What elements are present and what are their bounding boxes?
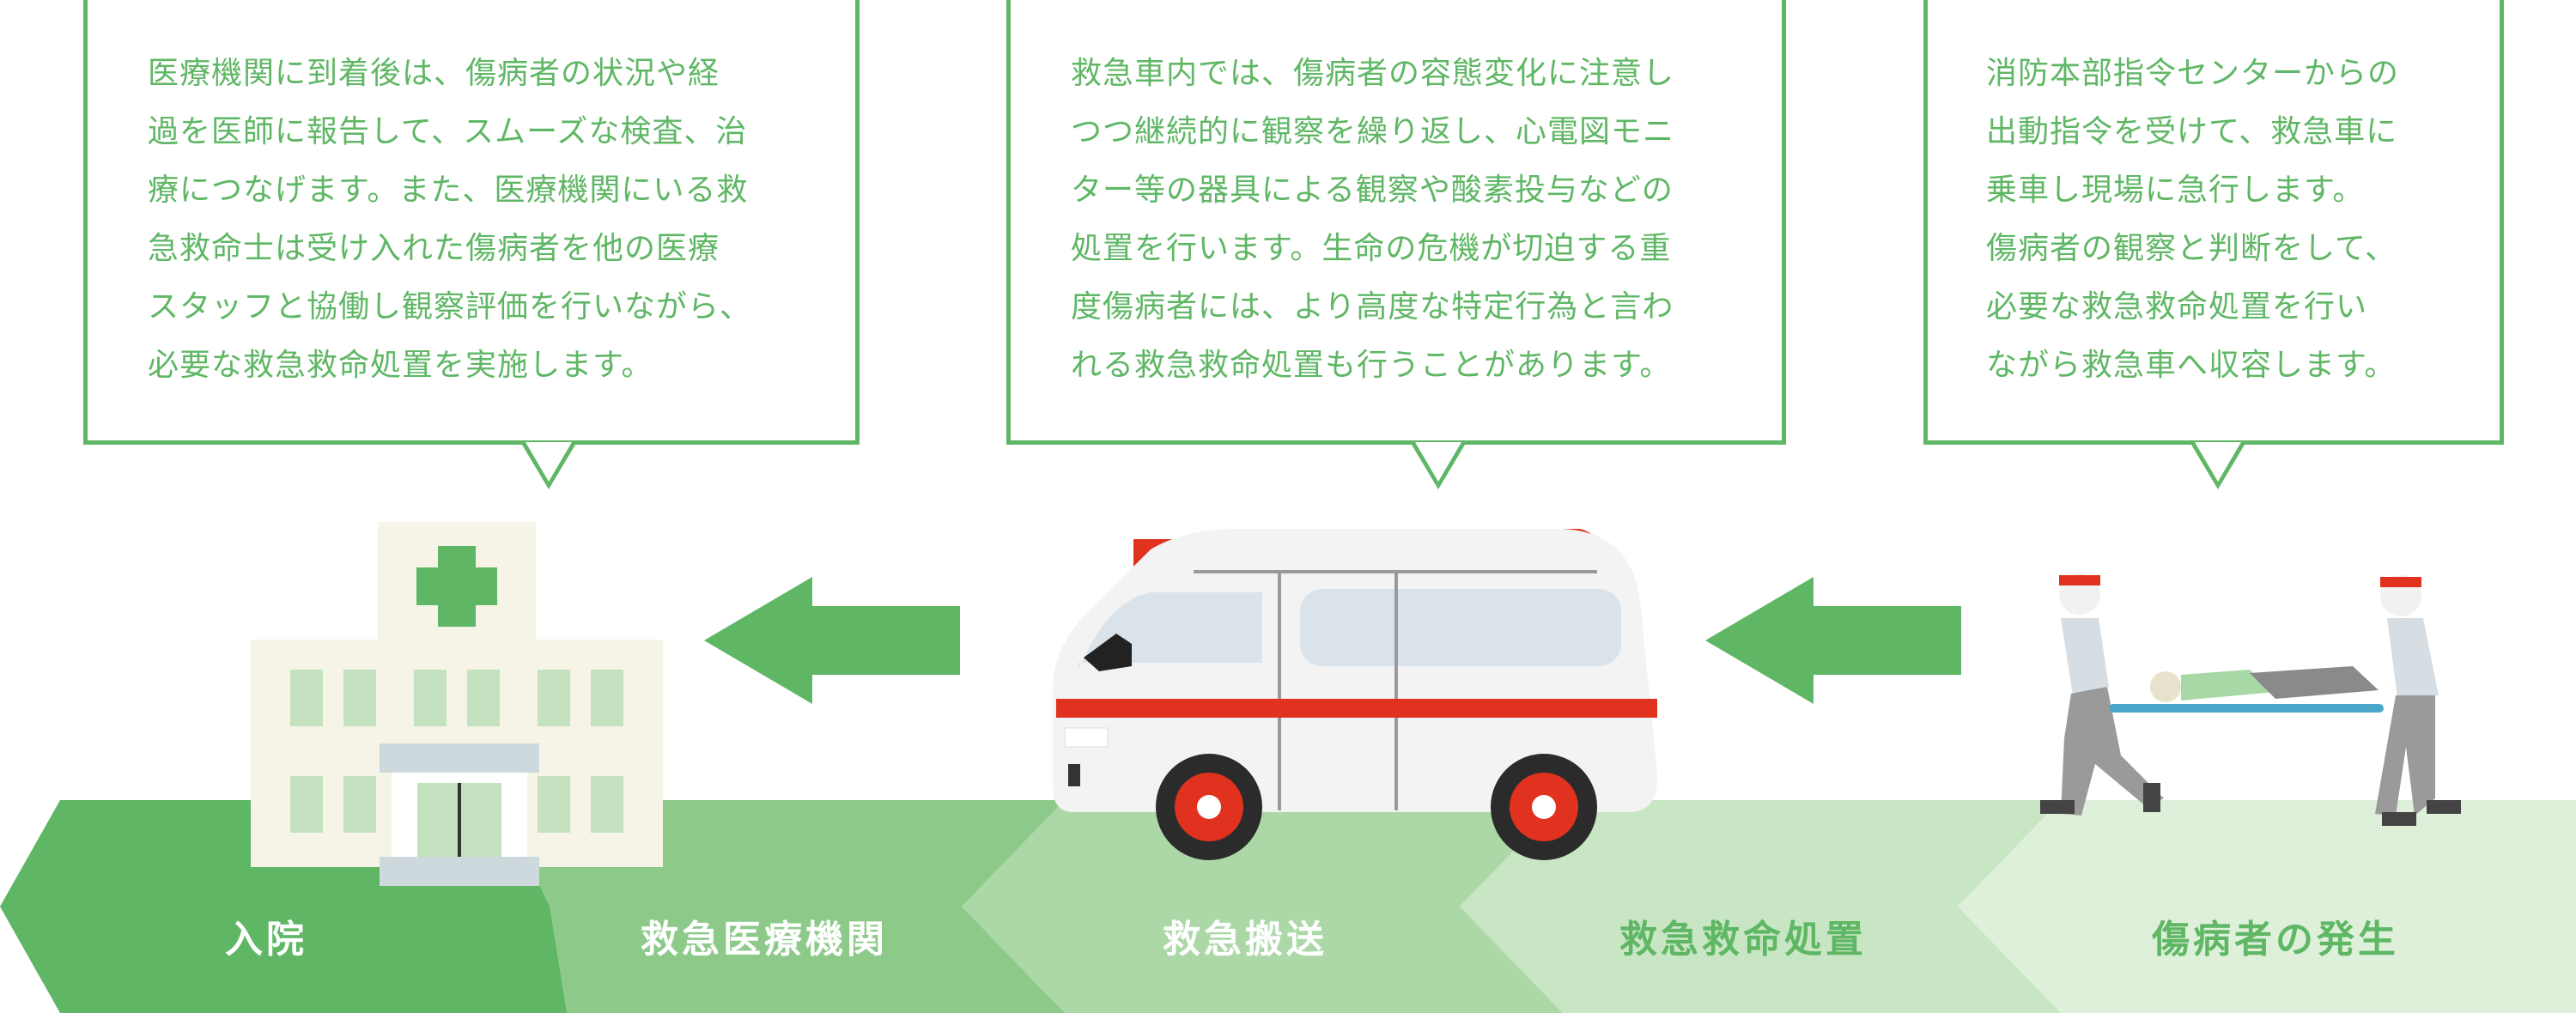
hospital-canopy <box>380 743 539 773</box>
patient-on-stretcher <box>2109 666 2384 713</box>
ambulance-illustration <box>1053 529 1658 860</box>
step-chevron-transport <box>962 800 1563 1013</box>
step-label-emergency-hospital: 救急医療機関 <box>641 918 888 961</box>
step-label-patient-occurrence: 傷病者の発生 <box>2152 918 2399 961</box>
step-label-admission: 入院 <box>225 918 307 961</box>
step-chevron-scene <box>1958 800 2576 1013</box>
hospital-description-bubble: 医療機関に到着後は、傷病者の状況や経 過を医師に報告して、スムーズな検査、治 療… <box>83 0 860 489</box>
step-chevron-first-aid <box>1460 800 2061 1013</box>
transport-description-bubble: 救急車内では、傷病者の容態変化に注意し つつ継続的に観察を繰り返し、心電図モニ … <box>1006 0 1786 489</box>
bubble-tail-inner <box>1415 442 1461 482</box>
arrow-left-icon <box>1705 577 1961 704</box>
ambulance-front-wheel <box>1491 754 1597 860</box>
transport-description-text: 救急車内では、傷病者の容態変化に注意し つつ継続的に観察を繰り返し、心電図モニ … <box>1071 56 1675 383</box>
stretcher-scene-illustration <box>2040 573 2461 826</box>
paramedic-left <box>2040 573 2164 816</box>
hospital-windows <box>290 670 623 833</box>
hospital-description-text: 医療機関に到着後は、傷病者の状況や経 過を医師に報告して、スムーズな検査、治 療… <box>148 56 752 383</box>
bubble-tail-inner <box>2195 442 2241 482</box>
arrow-left-icon <box>704 577 960 704</box>
bubble-tail-inner <box>526 442 572 482</box>
scene-description-bubble: 消防本部指令センターからの 出動指令を受けて、救急車に 乗車し現場に急行します。… <box>1923 0 2504 489</box>
ambulance-rear-wheel <box>1156 754 1262 860</box>
paramedic-right <box>2375 575 2461 826</box>
hospital-cross-icon <box>416 546 497 627</box>
scene-description-text: 消防本部指令センターからの 出動指令を受けて、救急車に 乗車し現場に急行します。… <box>1986 56 2400 383</box>
step-label-transport: 救急搬送 <box>1163 918 1327 961</box>
hospital-illustration <box>251 522 663 886</box>
ambulance-red-stripe <box>1056 699 1657 718</box>
step-label-first-aid: 救急救命処置 <box>1619 918 1867 961</box>
